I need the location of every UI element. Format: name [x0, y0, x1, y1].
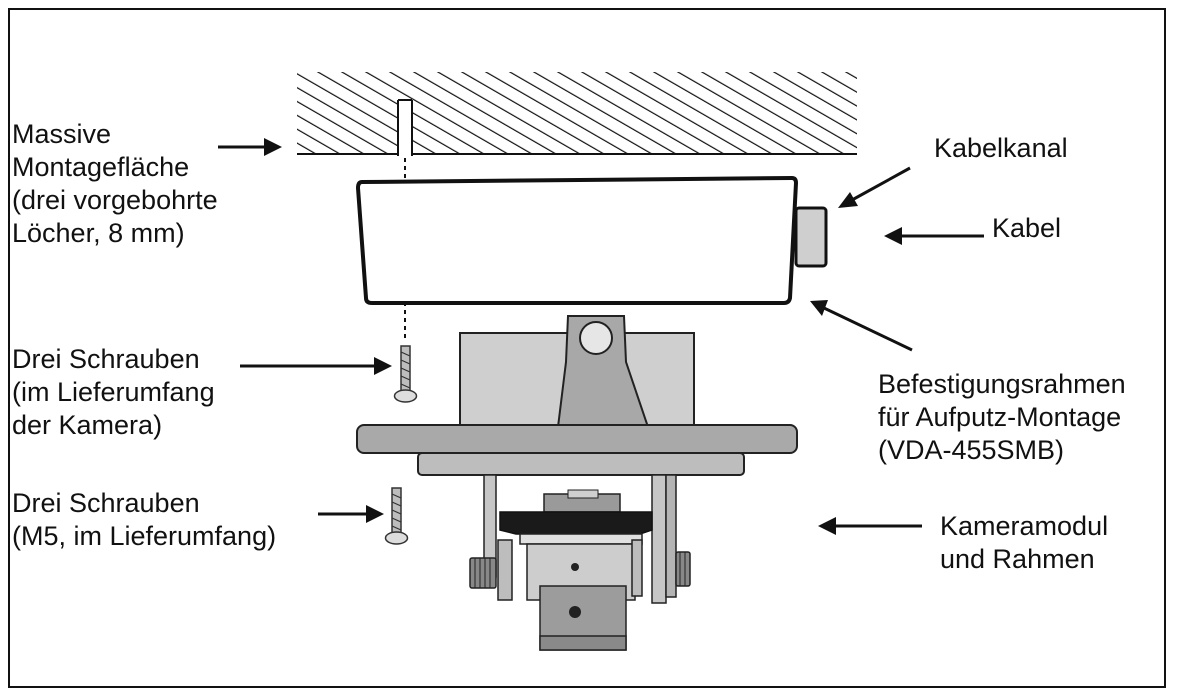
- surface-mount-box: [355, 175, 799, 305]
- arrow-cable-channel: [838, 166, 911, 208]
- arrow-mount-frame: [810, 300, 913, 352]
- camera-side-right: [631, 539, 643, 597]
- arrow-screws-camera: [240, 357, 392, 375]
- arrow-camera-module: [818, 517, 922, 535]
- camera-top-cap-inner: [567, 489, 599, 499]
- camera-frame-bar: [499, 511, 653, 535]
- drill-hole: [397, 99, 413, 156]
- camera-lens-base: [539, 635, 627, 651]
- arrow-screws-m5: [318, 505, 384, 523]
- arrow-mounting-surface: [218, 138, 282, 156]
- knurled-knob-left: [469, 557, 497, 589]
- knurled-knob-right: [675, 551, 691, 587]
- camera-frame-strip: [519, 533, 643, 545]
- label-screws-m5: Drei Schrauben (M5, im Lieferumfang): [12, 488, 277, 551]
- camera-bolt-lower: [569, 606, 581, 618]
- label-cable: Kabel: [992, 213, 1062, 243]
- label-mount-frame: Befestigungsrahmen für Aufputz-Montage (…: [878, 369, 1126, 465]
- label-camera-module: Kameramodul und Rahmen: [940, 511, 1109, 574]
- camera-bolt-upper: [571, 563, 579, 571]
- cable-stub: [794, 206, 828, 268]
- mount-frame-lower: [417, 452, 745, 476]
- screw-upper: [393, 345, 418, 403]
- arrow-cable: [884, 227, 984, 245]
- support-post-right-a: [651, 474, 667, 604]
- label-cable-channel: Kabelkanal: [934, 133, 1068, 163]
- label-screws-camera: Drei Schrauben (im Lieferumfang der Kame…: [12, 344, 215, 440]
- support-post-right-b: [665, 474, 677, 598]
- label-mounting-surface: Massive Montagefläche (drei vorgebohrte …: [12, 119, 218, 248]
- mount-frame-plate: [356, 424, 798, 454]
- camera-side-left: [497, 539, 513, 601]
- pivot-knob: [579, 321, 613, 355]
- screw-lower: [384, 487, 409, 545]
- ceiling-surface: [297, 72, 857, 155]
